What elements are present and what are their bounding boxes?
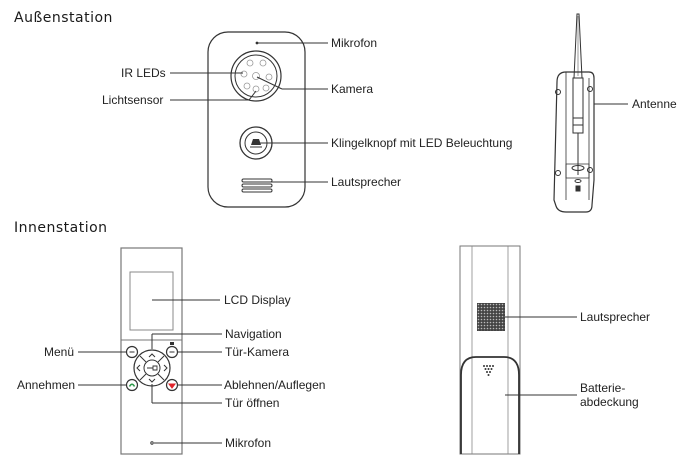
label-batterie-line2: abdeckung [580,395,639,409]
reject-phone-icon [168,383,176,389]
cover-grip-icon [483,365,494,376]
indoor-leader-lines [78,299,222,444]
label-navigation: Navigation [225,327,282,341]
label-kamera: Kamera [331,82,374,96]
lcd-screen [129,271,174,331]
indoor-microphone-hole [150,441,154,445]
indoor-unit-back [459,245,521,455]
back-speaker-grille [477,303,505,331]
accept-button [125,378,139,392]
label-tuer-oeffnen: Tür öffnen [225,396,280,410]
ir-leds-cluster [240,59,273,93]
navigation-pad [133,349,171,387]
label-outdoor-lautsprecher: Lautsprecher [331,175,402,189]
label-menu: Menü [44,345,75,359]
outdoor-leader-lines [170,42,328,183]
label-antenne: Antenne [632,97,677,111]
label-outdoor-mikrofon: Mikrofon [331,36,378,50]
label-indoor-mikrofon: Mikrofon [225,436,272,450]
indoor-station-title: Innenstation [14,220,108,236]
label-ablehnen: Ablehnen/Auflegen [224,378,326,392]
outdoor-unit-front [207,31,306,208]
outdoor-station-title: Außenstation [14,10,113,26]
label-annehmen: Annehmen [17,378,76,392]
camera-lens [252,72,260,80]
battery-cover [460,356,520,454]
accept-phone-icon [128,383,136,387]
outdoor-unit-side [553,13,595,213]
door-camera-button [165,345,179,359]
label-klingelknopf: Klingelknopf mit LED Beleuchtung [331,136,513,150]
key-icon [147,365,158,371]
camera-module [230,50,282,102]
label-lcd-display: LCD Display [224,293,291,307]
reject-button [165,378,179,392]
label-tuer-kamera: Tür-Kamera [225,345,290,359]
label-ir-leds: IR LEDs [121,66,166,80]
menu-button [125,345,139,359]
indoor-unit-front [120,247,183,455]
label-batterie-line1: Batterie- [580,381,626,395]
outdoor-speaker-grille [241,178,273,193]
bell-icon [251,139,261,145]
label-lichtsensor: Lichtsensor [102,93,164,107]
label-back-lautsprecher: Lautsprecher [580,310,651,324]
light-sensor [252,85,260,93]
